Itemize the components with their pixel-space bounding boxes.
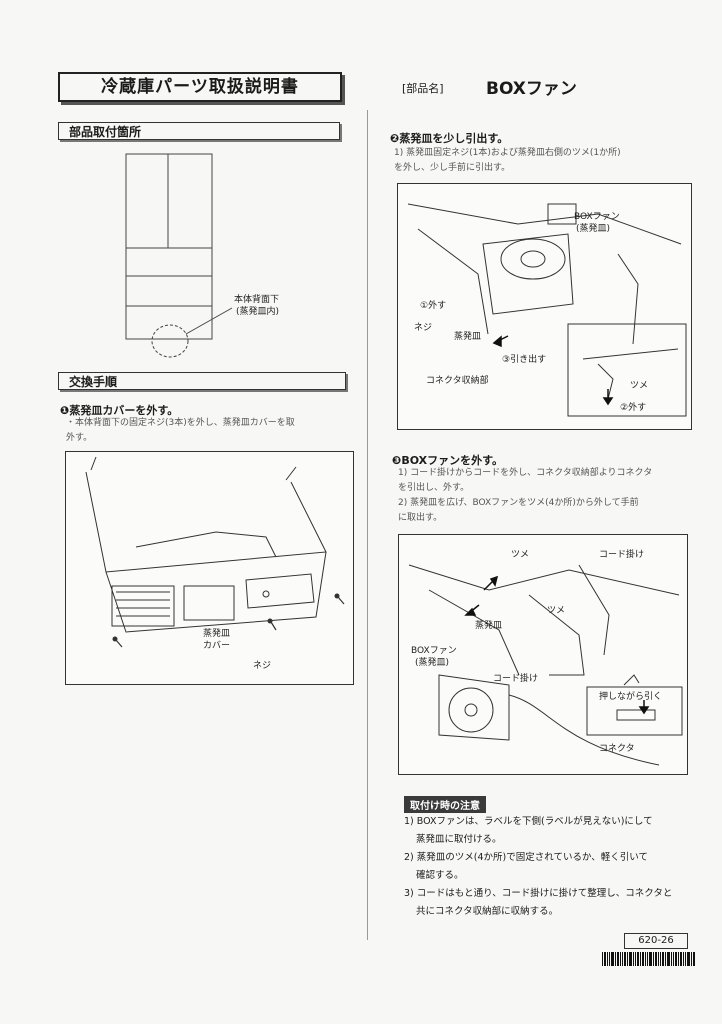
step3-body-line3: 2) 蒸発皿を広げ、BOXファンをツメ(4か所)から外して手前 [398, 498, 639, 508]
step2-title: ❷蒸発皿を少し引出す。 [390, 132, 509, 145]
step2-body-line2: を外し、少し手前に引出す。 [394, 163, 511, 173]
step3-body-line2: を引出し、外す。 [398, 483, 470, 493]
step2-body-line1: 1) 蒸発皿固定ネジ(1本)および蒸発皿右側のツメ(1か所) [394, 148, 621, 158]
note-line: 2) 蒸発皿のツメ(4か所)で固定されているか、軽く引いて [404, 852, 648, 863]
step2-label-screw: ネジ [414, 322, 432, 333]
note-line: 共にコネクタ収納部に収納する。 [416, 906, 559, 917]
step3-body-line1: 1) コード掛けからコードを外し、コネクタ収納部よりコネクタ [398, 468, 653, 478]
step3-label-fan-2: (蒸発皿) [415, 656, 449, 668]
fridge-location-figure: 本体背面下 (蒸発皿内) [100, 148, 340, 363]
location-callout-line2: (蒸発皿内) [236, 305, 279, 317]
step3-label-tray: 蒸発皿 [475, 619, 502, 631]
page-code: 620-26 [624, 933, 688, 949]
step1-label-cover-1: 蒸発皿 [203, 627, 230, 639]
step2-label-connector-storage: コネクタ収納部 [426, 374, 489, 386]
note-line: 確認する。 [416, 870, 464, 881]
step1-title: ❶蒸発皿カバーを外す。 [60, 404, 179, 417]
note-line: 3) コードはもと通り、コード掛けに掛けて整理し、コネクタと [404, 888, 673, 899]
section-heading-procedure: 交換手順 [58, 372, 346, 390]
column-divider [367, 110, 368, 940]
note-line: 1) BOXファンは、ラベルを下側(ラベルが見えない)にして [404, 816, 653, 827]
step1-body: ・本体背面下の固定ネジ(3本)を外し、蒸発皿カバーを取 外す。 [66, 416, 356, 446]
step2-body: 1) 蒸発皿固定ネジ(1本)および蒸発皿右側のツメ(1か所) を外し、少し手前に… [394, 146, 694, 176]
step3-label-connector: コネクタ [599, 743, 635, 754]
step2-label-tab: ツメ [630, 381, 648, 391]
part-name: BOXファン [486, 79, 577, 99]
step3-figure: ツメ コード掛け ツメ 蒸発皿 BOXファン (蒸発皿) コード掛け 押しながら… [398, 534, 688, 775]
notes-heading: 取付け時の注意 [404, 796, 486, 813]
step2-label-remove-2: ②外す [620, 401, 646, 413]
barcode [602, 951, 696, 966]
step3-label-tab-mid: ツメ [547, 606, 565, 616]
part-label: [部品名] [402, 82, 444, 95]
step3-label-cord-hook-mid: コード掛け [493, 672, 538, 684]
step2-label-fan-2: (蒸発皿) [576, 222, 610, 234]
step3-label-cord-hook-top: コード掛け [599, 548, 644, 560]
step3-body-line4: に取出す。 [398, 513, 443, 523]
step3-body: 1) コード掛けからコードを外し、コネクタ収納部よりコネクタ を引出し、外す。 … [398, 466, 698, 526]
section-heading-location: 部品取付箇所 [58, 122, 340, 140]
step2-label-pull: ③引き出す [502, 353, 546, 365]
note-line: 蒸発皿に取付ける。 [416, 834, 502, 845]
notes-list: 1) BOXファンは、ラベルを下側(ラベルが見えない)にして 蒸発皿に取付ける。… [404, 814, 694, 922]
step1-body-line2: 外す。 [66, 433, 93, 443]
step2-label-remove-1: ①外す [420, 299, 446, 311]
step1-label-screw: ネジ [253, 660, 271, 671]
step3-title: ❸BOXファンを外す。 [392, 454, 504, 467]
step1-label-cover-2: カバー [203, 640, 230, 651]
page-title: 冷蔵庫パーツ取扱説明書 [58, 72, 342, 102]
step2-label-tray: 蒸発皿 [454, 330, 481, 342]
step1-body-line1: ・本体背面下の固定ネジ(3本)を外し、蒸発皿カバーを取 [66, 418, 295, 428]
step3-label-fan-1: BOXファン [411, 646, 457, 656]
step1-figure: 蒸発皿 カバー ネジ [65, 451, 354, 685]
location-callout-line1: 本体背面下 [234, 293, 279, 305]
step2-label-fan-1: BOXファン [574, 212, 620, 222]
step3-label-tab-top: ツメ [511, 550, 529, 560]
step2-figure: BOXファン (蒸発皿) ①外す ネジ 蒸発皿 ③引き出す コネクタ収納部 ツメ… [397, 183, 692, 430]
step3-label-press-pull: 押しながら引く [599, 690, 662, 702]
